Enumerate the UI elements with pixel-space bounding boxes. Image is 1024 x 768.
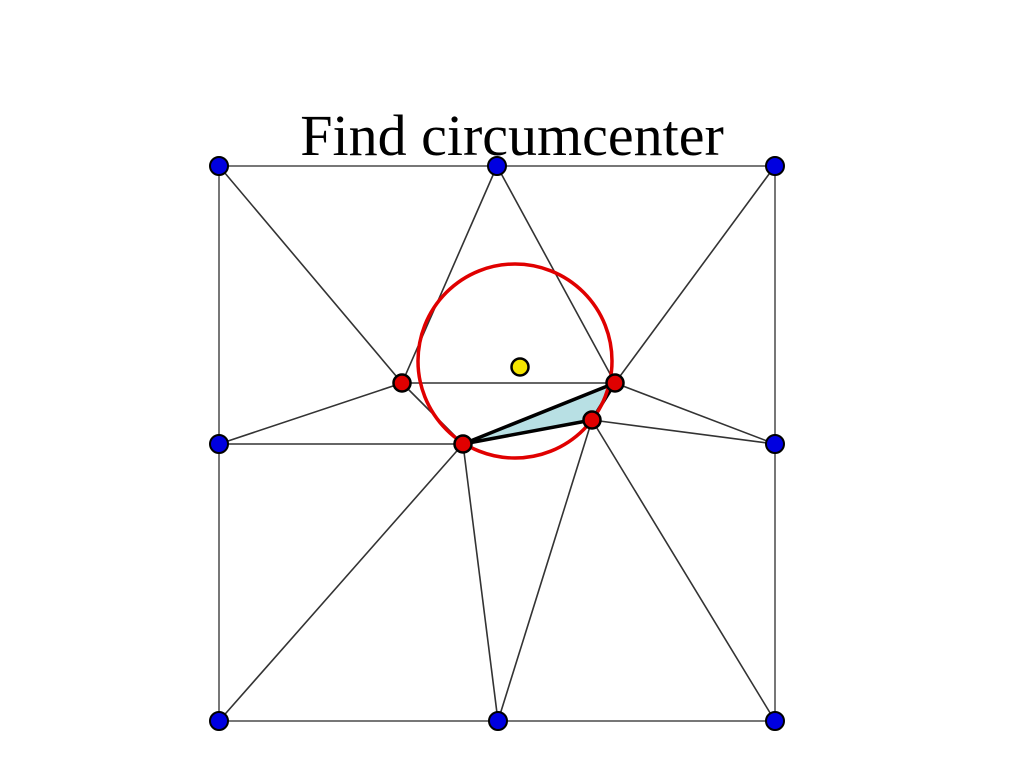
mesh-edge	[614, 165, 776, 384]
square-border	[218, 165, 776, 722]
boundary-vertex	[488, 711, 508, 731]
mesh-edge	[218, 443, 464, 722]
mesh-edge	[218, 382, 403, 445]
interior-vertex	[605, 373, 625, 393]
interior-vertex	[453, 434, 473, 454]
boundary-vertex	[765, 434, 785, 454]
mesh-edge	[591, 419, 776, 445]
boundary-vertex	[765, 711, 785, 731]
boundary-vertex	[209, 711, 229, 731]
circumcenter-point	[510, 357, 530, 377]
mesh-edge	[218, 165, 403, 384]
boundary-vertex	[209, 156, 229, 176]
slide-title: Find circumcenter	[300, 103, 724, 168]
mesh-edge	[462, 443, 499, 722]
mesh-edge	[614, 382, 776, 445]
mesh-edges	[218, 165, 776, 722]
mesh-edge	[497, 419, 593, 722]
vertices	[209, 156, 785, 731]
circumcircle	[416, 262, 614, 460]
boundary-vertex	[209, 434, 229, 454]
mesh-edge	[591, 419, 776, 722]
mesh-edge	[401, 165, 498, 384]
interior-vertex	[392, 373, 412, 393]
boundary-vertex	[487, 156, 507, 176]
boundary-vertex	[765, 156, 785, 176]
interior-vertex	[582, 410, 602, 430]
